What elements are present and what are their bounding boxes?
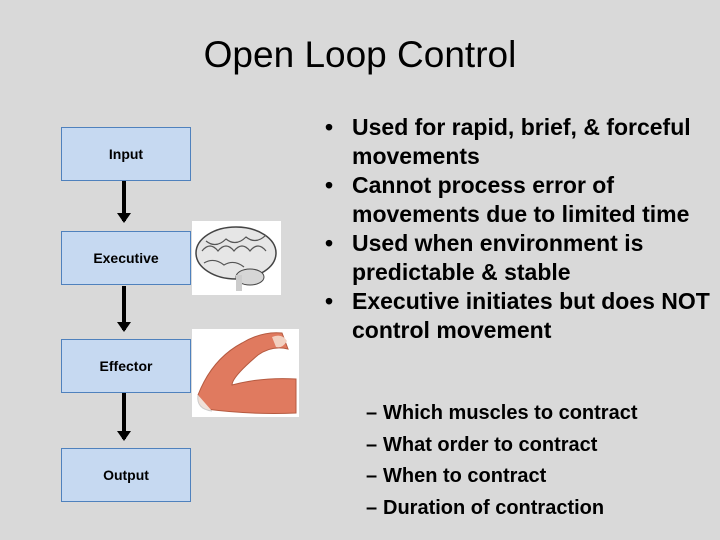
arrow-input-executive [117, 181, 131, 223]
arrow-executive-effector [117, 286, 131, 332]
slide-title: Open Loop Control [203, 34, 517, 75]
effector-box: Effector [61, 339, 191, 393]
bullet-item: Cannot process error of movements due to… [325, 171, 715, 229]
brain-image [192, 221, 281, 295]
input-box: Input [61, 127, 191, 181]
arm-muscle-image [192, 329, 299, 417]
arrow-effector-output [117, 393, 131, 441]
sub-bullet-item: When to contract [366, 461, 638, 493]
output-box: Output [61, 448, 191, 502]
executive-box: Executive [61, 231, 191, 285]
bullet-item: Used for rapid, brief, & forceful moveme… [325, 113, 715, 171]
sub-bullet-list: Which muscles to contract What order to … [366, 398, 638, 524]
sub-bullet-item: Which muscles to contract [366, 398, 638, 430]
sub-bullet-item: Duration of contraction [366, 493, 638, 525]
bullet-item: Executive initiates but does NOT control… [325, 287, 715, 345]
bullet-list: Used for rapid, brief, & forceful moveme… [325, 113, 715, 345]
bullet-item: Used when environment is predictable & s… [325, 229, 715, 287]
sub-bullet-item: What order to contract [366, 430, 638, 462]
